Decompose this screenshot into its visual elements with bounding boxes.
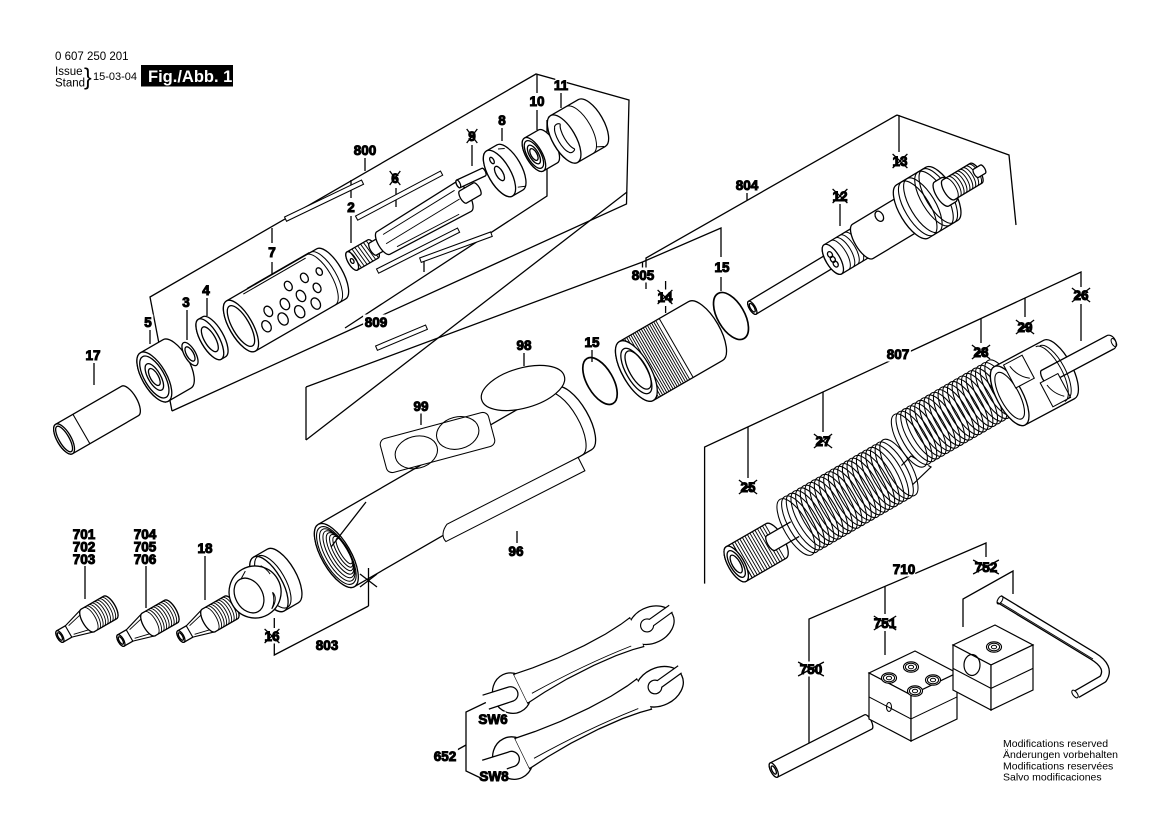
svg-text:11: 11: [554, 78, 569, 93]
svg-text:807: 807: [887, 347, 910, 362]
svg-text:98: 98: [516, 338, 532, 353]
svg-text:18: 18: [197, 541, 213, 556]
svg-text:809: 809: [365, 315, 388, 330]
svg-text:652: 652: [434, 749, 457, 764]
svg-text:SW6: SW6: [478, 712, 508, 727]
svg-text:15: 15: [714, 260, 730, 275]
svg-text:710: 710: [893, 562, 916, 577]
svg-text:15-03-04: 15-03-04: [93, 71, 137, 83]
svg-text:704: 704: [134, 527, 157, 542]
svg-text:4: 4: [202, 283, 210, 298]
svg-text:803: 803: [316, 638, 339, 653]
svg-text:96: 96: [508, 544, 524, 559]
svg-text:706: 706: [134, 552, 157, 567]
svg-text:2: 2: [347, 200, 355, 215]
svg-text:703: 703: [73, 552, 96, 567]
svg-text:3: 3: [182, 295, 190, 310]
svg-text:5: 5: [144, 315, 152, 330]
svg-text:705: 705: [134, 540, 157, 555]
svg-text:800: 800: [354, 143, 377, 158]
svg-text:17: 17: [85, 348, 100, 363]
svg-text:Issue: Issue: [55, 66, 83, 78]
svg-text:SW8: SW8: [479, 769, 509, 784]
svg-text:0 607 250 201: 0 607 250 201: [55, 51, 129, 63]
svg-text:701: 701: [73, 527, 96, 542]
svg-text:8: 8: [498, 113, 506, 128]
svg-text:Fig./Abb. 1: Fig./Abb. 1: [148, 68, 232, 86]
svg-text:Modifications reserved: Modifications reserved: [1003, 738, 1108, 750]
svg-text:15: 15: [584, 335, 600, 350]
svg-text:10: 10: [529, 94, 544, 109]
svg-text:Modifications reservées: Modifications reservées: [1003, 760, 1113, 772]
svg-text:Salvo modificaciones: Salvo modificaciones: [1003, 772, 1102, 784]
svg-text:99: 99: [413, 399, 428, 414]
svg-text:Änderungen vorbehalten: Änderungen vorbehalten: [1003, 749, 1118, 761]
svg-text:702: 702: [73, 540, 96, 555]
svg-text:805: 805: [632, 268, 655, 283]
svg-text:Stand: Stand: [55, 78, 85, 90]
svg-text:7: 7: [268, 245, 276, 260]
svg-text:}: }: [84, 64, 92, 90]
svg-text:804: 804: [736, 178, 759, 193]
